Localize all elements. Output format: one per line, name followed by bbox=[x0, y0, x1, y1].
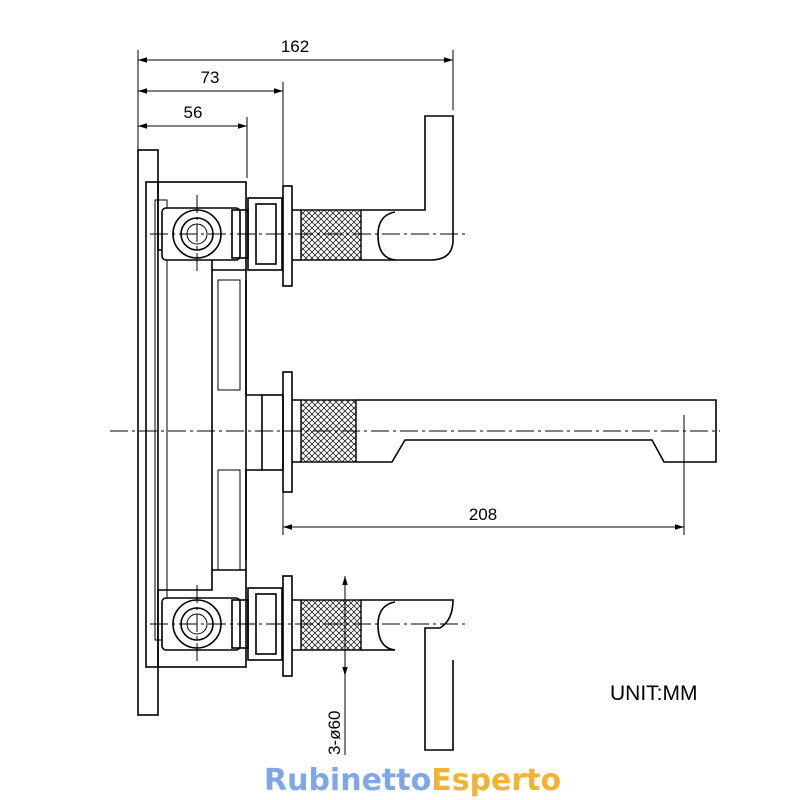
spout-escutcheon bbox=[282, 371, 293, 493]
bottom-knurled-grip bbox=[300, 599, 362, 651]
dimension-56: 56 bbox=[138, 103, 248, 178]
dimension-escutcheon-diameter: 3-ø60 bbox=[325, 576, 348, 755]
brand-part-2: Esperto bbox=[431, 763, 561, 798]
dimension-208-label: 208 bbox=[469, 505, 497, 524]
dimension-56-label: 56 bbox=[184, 103, 203, 122]
dimension-208: 208 bbox=[282, 415, 685, 535]
bottom-escutcheon bbox=[282, 575, 293, 677]
brand-watermark: RubinettoEsperto bbox=[264, 763, 561, 798]
bottom-valve-assembly bbox=[161, 575, 454, 751]
center-lines bbox=[110, 195, 720, 662]
top-knurled-grip bbox=[300, 209, 362, 261]
dimension-73-label: 73 bbox=[201, 68, 220, 87]
dimension-73: 73 bbox=[138, 68, 284, 187]
top-valve-assembly bbox=[161, 115, 454, 287]
spout-assembly bbox=[261, 371, 717, 493]
dimension-162-label: 162 bbox=[281, 37, 309, 56]
brand-part-1: Rubinetto bbox=[264, 763, 431, 798]
brand-logo-text: RubinettoEsperto bbox=[264, 763, 561, 798]
dimension-escutcheon-label: 3-ø60 bbox=[325, 711, 344, 755]
top-escutcheon bbox=[282, 185, 293, 287]
dimension-162: 162 bbox=[137, 37, 454, 150]
mounting-box bbox=[137, 149, 262, 716]
unit-label: UNIT:MM bbox=[610, 682, 698, 705]
